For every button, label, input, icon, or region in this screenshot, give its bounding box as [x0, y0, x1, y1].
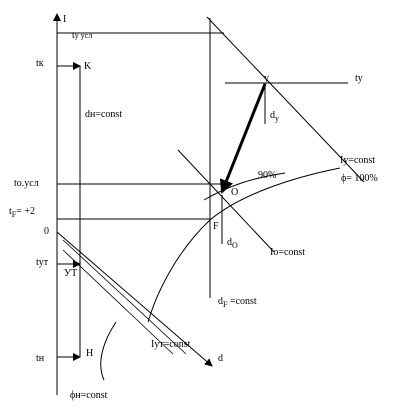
point-o-label: O	[231, 187, 238, 198]
point-y-label: y	[264, 73, 269, 84]
d-axis	[56, 231, 213, 367]
d-axis-label: d	[218, 353, 223, 364]
dy-label: dy	[270, 110, 279, 123]
io-const-label: Io=const	[270, 247, 305, 258]
tn-label: tн	[36, 353, 45, 364]
tyt-label: tут	[36, 257, 49, 268]
process-arrow-y-to-o	[219, 83, 267, 194]
pct-90-label: 90%	[258, 170, 276, 181]
ty-usl-label: tу усл	[72, 30, 92, 41]
point-f-label: F	[213, 221, 219, 232]
phi-n-curve	[100, 321, 117, 381]
point-n-label: Н	[86, 348, 93, 359]
iy-const-label: Iy=const	[340, 155, 375, 166]
phi-n-const-label: ϕн=const	[70, 390, 108, 401]
iyt-const-label: Iут=const	[151, 339, 191, 350]
to-usl-label: to.усл	[14, 178, 39, 189]
phi-100-curve	[147, 167, 341, 323]
point-k-label: K	[84, 61, 92, 72]
phi-100-label: ϕ= 100%	[341, 173, 378, 184]
dn-const-label: dн=const	[85, 109, 122, 120]
io-const-line	[177, 149, 275, 253]
iyt-const-line-2	[62, 249, 174, 355]
tk-label: tк	[36, 58, 44, 69]
do-label: dO	[227, 237, 238, 250]
point-yt-label: УТ	[64, 268, 77, 279]
iyt-const-line-1	[62, 239, 187, 355]
df-label: dF =const	[218, 296, 257, 309]
i-axis-label: I	[63, 14, 66, 25]
ty-right-label: ty	[355, 73, 363, 84]
tf-label: tF= +2	[9, 206, 35, 219]
phi-90-curve	[203, 172, 286, 201]
zero-label: 0	[44, 226, 49, 237]
iy-const-line	[206, 16, 365, 183]
